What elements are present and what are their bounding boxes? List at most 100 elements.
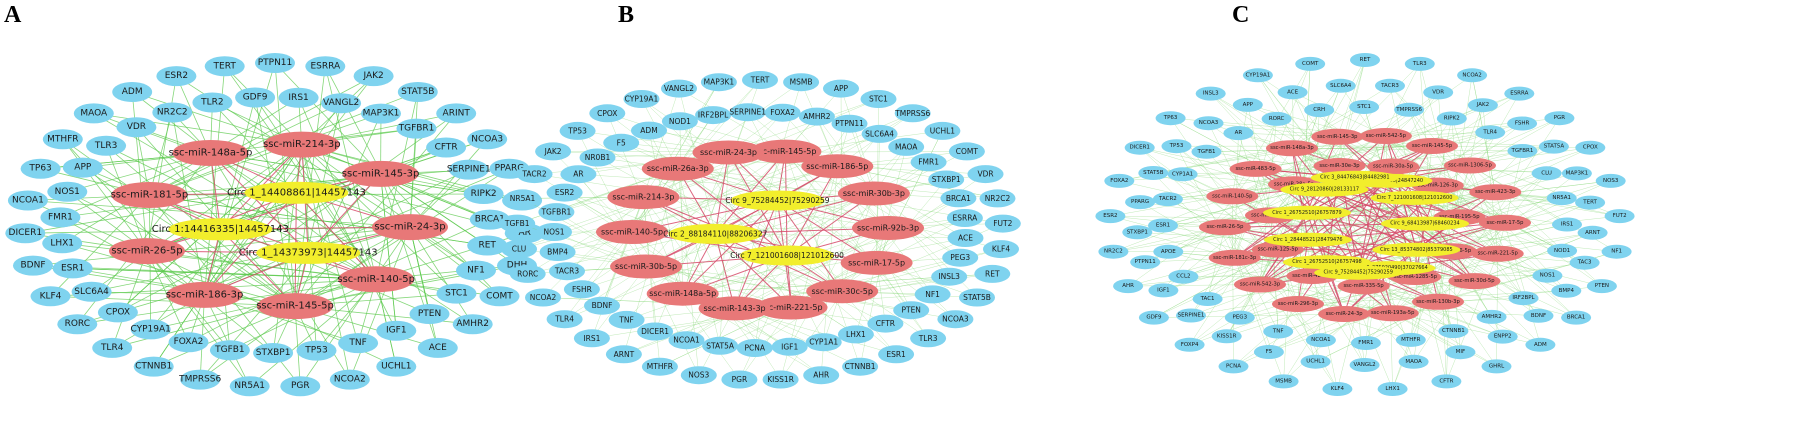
gene-node-label: COMT (1302, 61, 1319, 67)
gene-node-shape (546, 183, 583, 202)
gene-node: NCOA1 (1305, 333, 1336, 348)
gene-node-label: TERT (1582, 200, 1597, 206)
gene-node: TGFBR1 (538, 203, 575, 222)
gene-node-shape (1467, 98, 1498, 113)
gene-node-shape (501, 240, 537, 259)
gene-node-label: LHX1 (1385, 386, 1399, 392)
circ-mirna-edge (714, 233, 792, 308)
gene-node-label: IGF1 (386, 326, 407, 336)
gene-node-label: FOXA2 (1110, 178, 1128, 184)
circ-mirna-edge (1307, 239, 1475, 282)
gene-node-label: NCOA2 (334, 375, 366, 385)
mirna-node-shape (1479, 214, 1531, 231)
gene-mirna-edge (1337, 59, 1366, 137)
gene-node: NCOA3 (937, 310, 974, 329)
gene-node: NR0B1 (579, 148, 616, 167)
gene-node-shape (1538, 139, 1569, 154)
gene-node: TLR4 (92, 337, 133, 358)
gene-node: STXBP1 (253, 343, 294, 363)
gene-node-label: ESR2 (1103, 213, 1117, 219)
gene-node-label: NOS1 (543, 228, 564, 237)
mirna-node-label: ssc-miR-140-5p (1212, 193, 1253, 199)
mirna-node-shape (1471, 245, 1524, 262)
mirna-node-label: ssc-miR-423-3p (1475, 189, 1516, 195)
gene-node: TACR3 (1375, 78, 1405, 93)
gene-node-shape (516, 165, 553, 184)
mirna-node-shape (1412, 293, 1464, 310)
gene-node: CRH (1304, 103, 1335, 118)
gene-node-shape (736, 339, 773, 357)
gene-node-label: ESR2 (165, 71, 188, 81)
gene-node-label: ESR1 (1156, 223, 1170, 229)
gene-node-shape (42, 129, 83, 150)
mirna-node-shape (837, 181, 910, 206)
gene-node-shape (40, 207, 81, 228)
gene-node-label: TP53 (304, 346, 327, 356)
gene-mirna-edge (646, 266, 912, 311)
gene-node-label: ARINT (443, 108, 471, 118)
gene-node-shape (1263, 324, 1294, 339)
gene-mirna-edge (1208, 123, 1295, 185)
mirna-node-label: ssc-miR-145-5p (754, 147, 816, 156)
gene-mirna-edge (380, 173, 397, 331)
gene-node: BMP4 (1551, 283, 1582, 298)
gene-node-label: LHX1 (846, 330, 866, 339)
gene-node: TP53 (296, 340, 337, 361)
gene-mirna-edge (149, 113, 382, 196)
gene-node: TMPRSS6 (178, 369, 222, 390)
gene-node-shape (1481, 359, 1512, 374)
gene-node-label: VDR (1432, 89, 1444, 95)
gene-node-shape (1095, 209, 1126, 224)
gene-node: CYP19A1 (1242, 68, 1273, 83)
gene-node-shape (13, 255, 53, 276)
mirna-node: ssc-miR-186-3p (166, 281, 243, 308)
mirna-node: ssc-miR-30d-5p (1448, 273, 1501, 290)
gene-node: KLF4 (30, 286, 71, 307)
gene-node: RORC (1261, 111, 1292, 126)
gene-mirna-edge (1497, 150, 1523, 254)
gene-mirna-edge (1259, 284, 1322, 341)
gene-node: ESRRA (946, 209, 983, 227)
circrna-node: Circ 1_14373973|14457143 (239, 241, 378, 264)
gene-node: MAP3K1 (1561, 166, 1592, 181)
circ-mirna-edge (220, 228, 296, 307)
gene-node-shape (97, 302, 138, 323)
gene-node-label: CPOX (597, 109, 617, 118)
gene-node-label: IRS1 (288, 93, 308, 103)
circ-mirna-edge (677, 168, 788, 256)
gene-node-shape (280, 376, 321, 397)
gene-node-label: STAT5B (401, 87, 434, 97)
gene-node: TGFBR1 (1507, 144, 1538, 158)
gene-node: NOS3 (680, 366, 717, 385)
gene-node-label: PPARG (1131, 199, 1149, 205)
gene-node-label: TP63 (28, 164, 51, 174)
gene-mirna-edge (876, 130, 943, 264)
mirna-node-label: ssc-miR-195-5p (1439, 214, 1480, 220)
gene-node: DICER1 (1124, 140, 1155, 155)
gene-node: BDNF (13, 255, 53, 276)
gene-node: KLF4 (1322, 382, 1353, 396)
gene-node-shape (525, 288, 561, 307)
gene-node: SLC6A4 (861, 124, 898, 143)
circrna-node-label: Circ 1_14373973|14457143 (239, 247, 378, 258)
gene-node-shape (192, 92, 233, 113)
gene-node-shape (661, 112, 698, 131)
gene-node-label: CFTR (435, 143, 458, 153)
gene-node-label: KISS1R (1217, 333, 1237, 339)
circrna-node-shape (1280, 182, 1369, 197)
gene-node-shape (1445, 345, 1476, 360)
gene-mirna-edge (1255, 85, 1391, 170)
gene-node-label: RORC (65, 319, 90, 329)
mirna-node: ssc-miR-24-3p (692, 140, 765, 165)
gene-node: ESR1 (1148, 218, 1178, 233)
gene-node-label: RET (985, 269, 1000, 278)
gene-node: COMT (948, 142, 985, 161)
gene-mirna-edge (564, 231, 633, 320)
gene-node: BMP4 (539, 243, 576, 261)
gene-node: TERT (204, 56, 245, 77)
mirna-node: ssc-miR-148a-5p (646, 281, 719, 306)
circrna-node-shape (1283, 255, 1371, 270)
mirna-node: ssc-miR-140-5p (596, 220, 668, 244)
gene-node-label: CYP19A1 (1246, 72, 1271, 78)
mirna-node: ssc-miR-181c-3p (1208, 249, 1261, 266)
